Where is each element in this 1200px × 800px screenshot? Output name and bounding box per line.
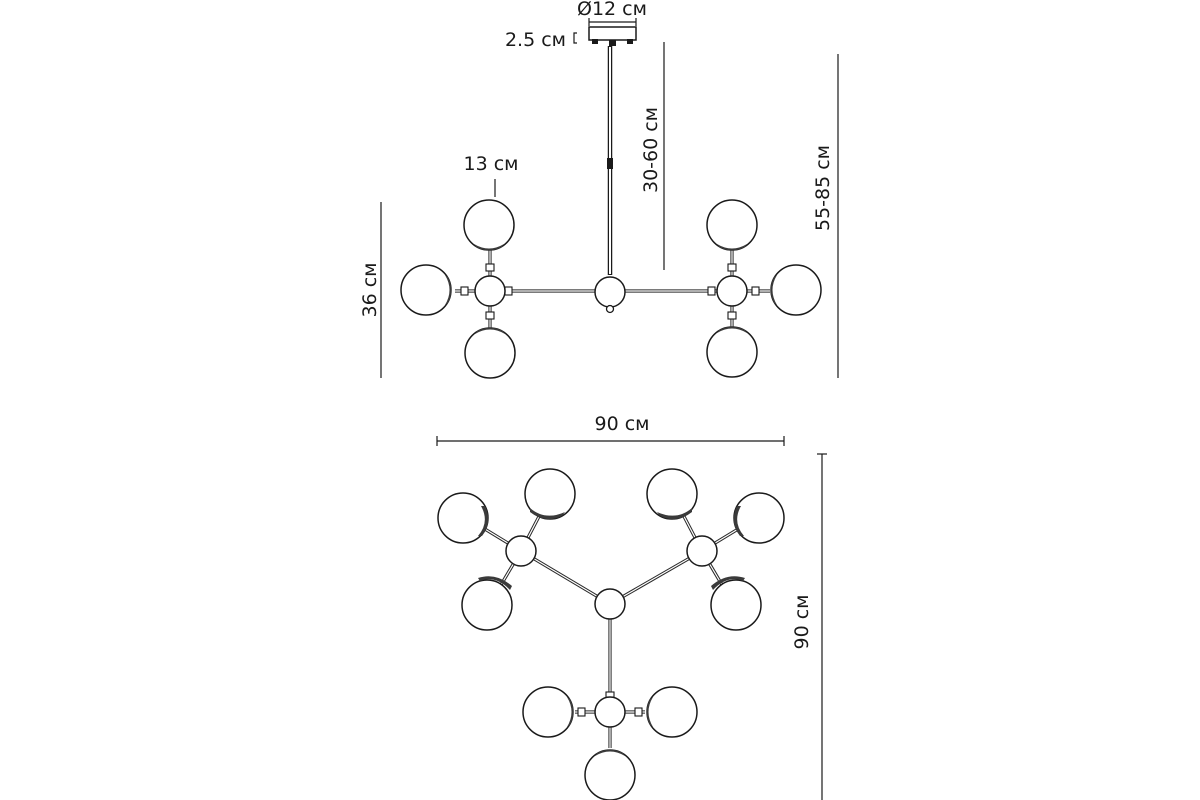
finial (605, 304, 615, 314)
side-view (380, 18, 839, 379)
total-height-label: 55-85 см (812, 145, 834, 231)
canopy (588, 26, 637, 46)
rod-length-label: 30-60 см (640, 107, 662, 193)
canopy-height-bracket (573, 32, 577, 44)
top-center-hub (594, 588, 626, 620)
top-cluster-upper-left (437, 468, 576, 631)
globe-left-bottom (464, 327, 516, 379)
globe-diameter-label: 13 см (464, 153, 519, 175)
top-view (436, 436, 827, 800)
right-cluster (706, 199, 822, 378)
depth-label: 90 см (791, 595, 813, 650)
top-cluster-upper-right (646, 468, 785, 631)
width-label: 90 см (595, 413, 650, 435)
globe-right-side (770, 264, 822, 316)
globe-left-top (463, 199, 515, 251)
suspension-rod (607, 46, 613, 275)
globe-right-bottom (706, 326, 758, 378)
canopy-height-label: 2.5 см (505, 29, 566, 51)
globe-left-side (400, 264, 452, 316)
top-cluster-bottom (522, 686, 698, 800)
globe-right-top (706, 199, 758, 251)
left-cluster (400, 199, 516, 379)
center-hub (594, 276, 626, 308)
canopy-diameter-label: Ø12 см (577, 0, 647, 20)
body-height-label: 36 см (359, 263, 381, 318)
